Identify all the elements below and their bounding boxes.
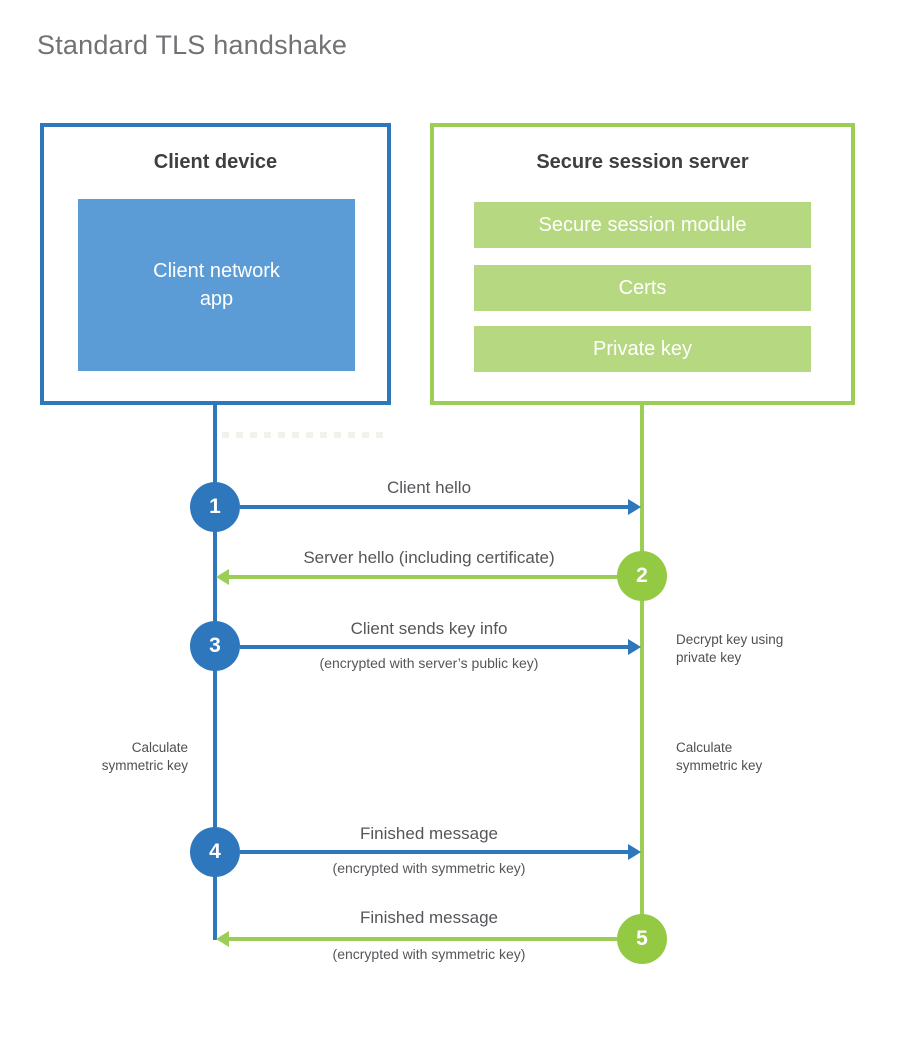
note-calculate-symmetric-key-server: Calculate symmetric key [676,740,763,773]
client-lifeline [213,405,217,940]
client-device-box: Client device Client network app [40,123,391,405]
sublabel-client-key-info: (encrypted with server’s public key) [319,655,539,671]
arrow-client-hello [240,505,628,509]
client-app-label-line1: Client network [153,260,280,282]
sublabel-finished-server: (encrypted with symmetric key) [332,946,526,962]
step-1-circle: 1 [190,482,240,532]
sublabel-finished-client: (encrypted with symmetric key) [332,860,526,876]
step-4-circle: 4 [190,827,240,877]
server-title: Secure session server [536,151,749,173]
server-module-private-key: Private key [474,326,811,372]
step-5-circle: 5 [617,914,667,964]
secure-session-server-box: Secure session server Secure session mod… [430,123,855,405]
step-3-circle: 3 [190,621,240,671]
faint-dashed-line [222,432,388,438]
page-title: Standard TLS handshake [37,30,348,60]
label-client-key-info: Client sends key info [350,619,508,638]
client-app-label-line2: app [199,288,234,310]
client-device-title: Client device [153,151,278,173]
server-lifeline [640,405,644,940]
label-server-hello: Server hello (including certificate) [303,548,555,567]
label-client-hello: Client hello [386,478,472,497]
server-module-certs: Certs [474,265,811,311]
note-calculate-symmetric-key-client: Calculate symmetric key [101,740,188,773]
arrow-finished-server [229,937,617,941]
arrow-client-key-info [240,645,628,649]
note-decrypt-key: Decrypt key using private key [676,632,784,665]
arrow-server-hello [229,575,617,579]
arrow-finished-client [240,850,628,854]
label-finished-server: Finished message [360,908,498,927]
step-2-circle: 2 [617,551,667,601]
label-finished-client: Finished message [360,824,498,843]
client-network-app-box: Client network app [78,199,355,371]
server-module-secure-session: Secure session module [474,202,811,248]
